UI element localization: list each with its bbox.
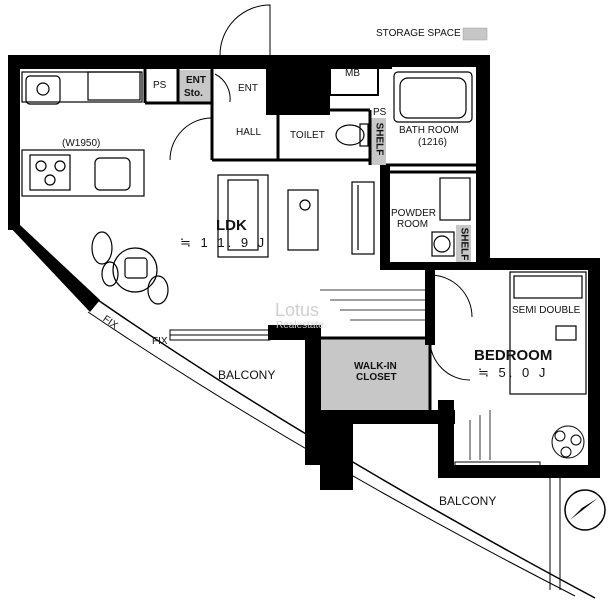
ent-label: ENT bbox=[238, 83, 258, 94]
fix-label-2: FIX bbox=[152, 336, 168, 347]
ps-bath-label: PS bbox=[373, 107, 387, 118]
storage-legend-label: STORAGE SPACE bbox=[376, 28, 461, 39]
washbasin bbox=[431, 177, 471, 257]
toilet-label: TOILET bbox=[290, 130, 325, 141]
kitchen-counter bbox=[21, 71, 145, 197]
bathtub bbox=[393, 71, 473, 123]
ldk-area: ≒ 1 1. 9 J bbox=[180, 235, 268, 250]
bath-name: BATH ROOM bbox=[399, 125, 459, 136]
bath-size: (1216) bbox=[418, 137, 447, 148]
shelf-powder-label: SHELF bbox=[458, 227, 470, 261]
walkin-label-1: WALK-IN bbox=[354, 361, 397, 372]
balcony-bottom-label: BALCONY bbox=[439, 494, 497, 508]
diagonal-wall bbox=[8, 225, 100, 312]
shelf-toilet-label: SHELF bbox=[373, 122, 385, 156]
kitchen-width-label: (W1950) bbox=[62, 138, 101, 149]
ldk-name: LDK bbox=[216, 217, 247, 234]
hall-label: HALL bbox=[236, 127, 262, 138]
ps-left-label: PS bbox=[153, 80, 167, 91]
hatching bbox=[320, 289, 491, 460]
walkin-label-2: CLOSET bbox=[356, 372, 397, 383]
plant bbox=[551, 425, 585, 459]
balcony-outline bbox=[94, 297, 596, 599]
ldk-furniture bbox=[217, 174, 375, 258]
compass-icon bbox=[564, 489, 606, 531]
storage-legend-swatch bbox=[462, 27, 488, 41]
bed bbox=[509, 271, 587, 395]
ent-storage-label-2: Sto. bbox=[184, 88, 203, 99]
ent-storage-label-1: ENT bbox=[186, 75, 206, 86]
powder-name-2: ROOM bbox=[397, 219, 429, 230]
bedroom-area: ≒ 5. 0 J bbox=[478, 365, 549, 380]
doors bbox=[169, 4, 473, 381]
shelf-powder-area bbox=[456, 225, 471, 265]
powder-name-1: POWDER bbox=[391, 208, 436, 219]
shelf-toilet-area bbox=[371, 118, 386, 165]
bed-label: SEMI DOUBLE bbox=[512, 305, 581, 316]
windows bbox=[169, 56, 541, 471]
watermark-line2: Realestate bbox=[276, 320, 324, 331]
walkin-closet-area bbox=[318, 338, 430, 410]
balcony-left-label: BALCONY bbox=[218, 368, 276, 382]
bedroom-name: BEDROOM bbox=[474, 347, 553, 364]
toilet-bowl bbox=[335, 123, 369, 147]
ent-storage-area bbox=[178, 70, 212, 102]
mb-label: MB bbox=[345, 68, 360, 79]
watermark-line1: Lotus bbox=[275, 300, 320, 320]
dining-table bbox=[91, 231, 169, 305]
